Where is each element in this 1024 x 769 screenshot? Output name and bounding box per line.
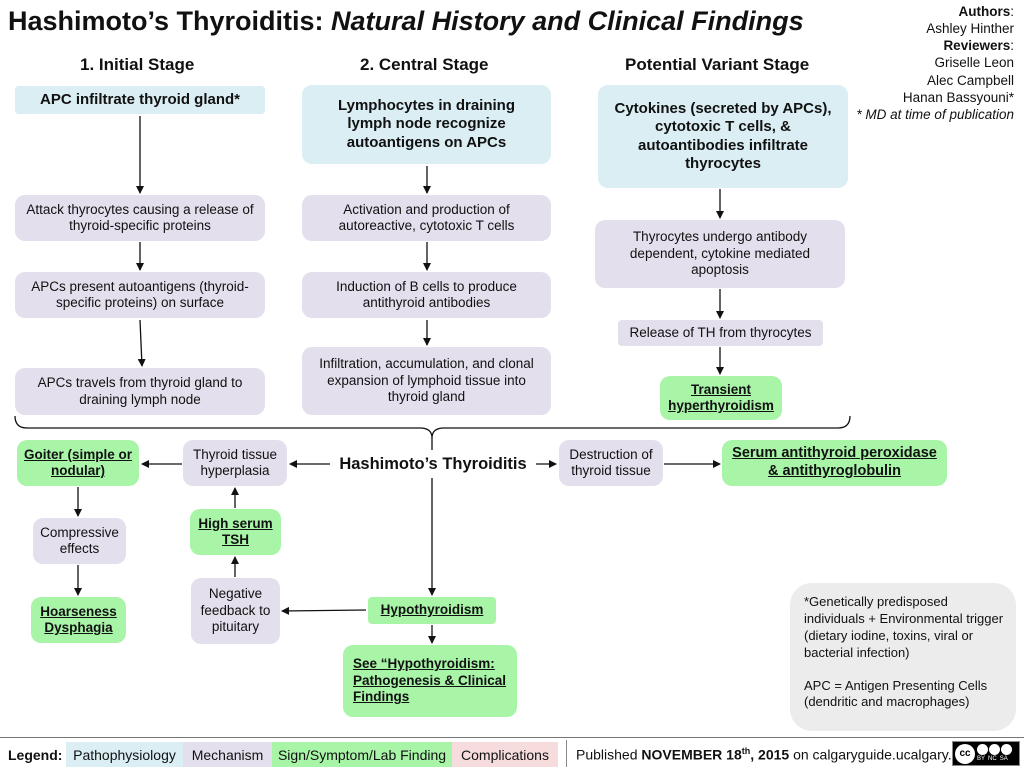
published-text: Published NOVEMBER 18th, 2015 on calgary… <box>576 746 966 763</box>
header-central-stage: 2. Central Stage <box>360 55 489 74</box>
cytokines-infiltrate-box: Cytokines (secreted by APCs), cytotoxic … <box>598 85 848 188</box>
cc-logo-text: cc <box>959 748 971 759</box>
negative-feedback-box: Negative feedback to pituitary <box>191 578 280 644</box>
credits-note: * MD at time of publication <box>856 106 1014 122</box>
activation-t-cells-box: Activation and production of autoreactiv… <box>302 195 551 241</box>
footer-divider <box>0 737 1024 769</box>
reviewer-name: Griselle Leon <box>934 55 1014 71</box>
lymphocytes-recognize-box: Lymphocytes in draining lymph node recog… <box>302 85 551 164</box>
header-initial-stage: 1. Initial Stage <box>80 55 195 74</box>
header-variant-stage: Potential Variant Stage <box>625 55 810 74</box>
page-title: Hashimoto’s Thyroiditis: Natural History… <box>8 6 804 37</box>
apc-definition-note: APC = Antigen Presenting Cells (dendriti… <box>804 677 988 710</box>
published-prefix: Published <box>576 746 638 763</box>
legend-pathophysiology: Pathophysiology <box>66 742 183 767</box>
high-serum-tsh-box: High serum TSH <box>190 509 281 555</box>
published-date-sup: th <box>741 746 751 756</box>
authors-label: Authors <box>958 4 1011 19</box>
attack-thyrocytes-box: Attack thyrocytes causing a release of t… <box>15 195 265 241</box>
credits: Authors: Ashley Hinther Reviewers: Grise… <box>856 4 1014 122</box>
apcs-present-autoantigens-box: APCs present autoantigens (thyroid-speci… <box>15 272 265 318</box>
arrow <box>137 319 146 367</box>
reviewer-name: Hanan Bassyouni* <box>902 89 1014 105</box>
sa-icon <box>1001 744 1012 755</box>
title-sub: Natural History and Clinical Findings <box>331 6 804 36</box>
arrow <box>281 606 367 615</box>
author-name: Ashley Hinther <box>926 21 1014 37</box>
genetic-note: *Genetically predisposed individuals + E… <box>804 594 1004 660</box>
apc-infiltrate-box: APC infiltrate thyroid gland* <box>15 86 265 114</box>
legend-complications: Complications <box>452 742 558 767</box>
published-site: on calgaryguide.ucalgary.ca <box>793 746 967 763</box>
compressive-effects-box: Compressive effects <box>33 518 126 564</box>
cc-logo-icon: cc <box>955 743 975 764</box>
thyroid-tissue-hyperplasia-box: Thyroid tissue hyperplasia <box>183 440 287 486</box>
serum-antibodies-box: Serum antithyroid peroxidase & antithyro… <box>722 440 947 486</box>
hoarseness-dysphagia-box: Hoarseness Dysphagia <box>31 597 126 643</box>
nc-tag: NC <box>988 756 997 762</box>
reviewer-name: Alec Campbell <box>926 72 1014 88</box>
legend-mechanism: Mechanism <box>183 742 272 767</box>
infiltration-lymphoid-box: Infiltration, accumulation, and clonal e… <box>302 347 551 415</box>
thyrocytes-apoptosis-box: Thyrocytes undergo antibody dependent, c… <box>595 220 845 288</box>
legend-sign-symptom: Sign/Symptom/Lab Finding <box>272 742 452 767</box>
published-year: , 2015 <box>750 746 790 763</box>
by-tag: BY <box>977 756 986 762</box>
see-hypothyroidism-box: See “Hypothyroidism: Pathogenesis & Clin… <box>343 645 517 717</box>
sa-tag: SA <box>999 756 1008 762</box>
reviewers-label: Reviewers <box>943 38 1011 54</box>
goiter-box: Goiter (simple or nodular) <box>17 440 139 486</box>
published-date: NOVEMBER 18 <box>641 746 742 763</box>
apcs-travel-box: APCs travels from thyroid gland to drain… <box>15 368 265 415</box>
legend-label: Legend: <box>8 746 63 763</box>
nc-icon <box>989 744 1000 755</box>
release-th-box: Release of TH from thyrocytes <box>618 320 823 346</box>
title-main: Hashimoto’s Thyroiditis: <box>8 6 324 36</box>
footer-separator <box>566 740 567 767</box>
cc-license-icon: cc BY NC SA <box>952 741 1020 766</box>
transient-hyperthyroidism-box: Transient hyperthyroidism <box>660 376 782 420</box>
destruction-tissue-box: Destruction of thyroid tissue <box>559 440 663 486</box>
hashimoto-center-label: Hashimoto’s Thyroiditis <box>339 454 527 473</box>
by-icon <box>977 744 988 755</box>
hypothyroidism-box: Hypothyroidism <box>368 597 496 624</box>
notes-box: *Genetically predisposed individuals + E… <box>790 583 1016 731</box>
induction-b-cells-box: Induction of B cells to produce antithyr… <box>302 272 551 318</box>
